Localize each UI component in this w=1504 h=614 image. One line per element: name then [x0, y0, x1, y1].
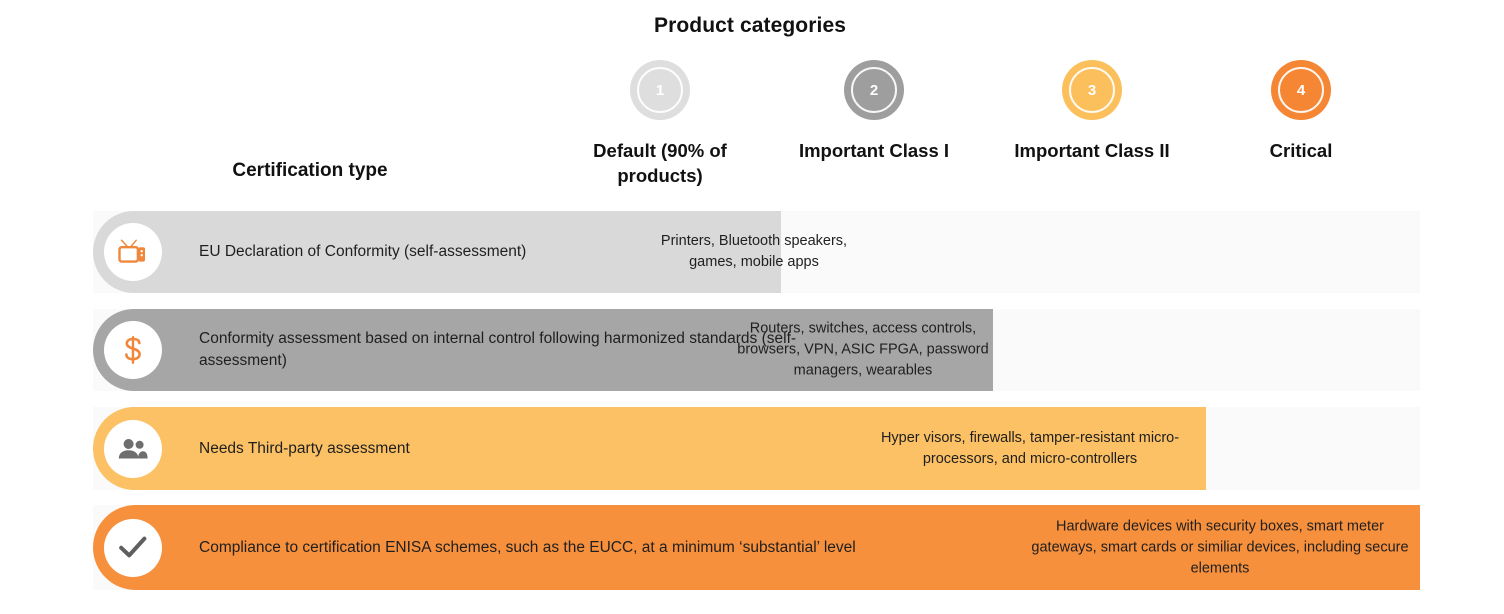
- category-badge-1: 1: [630, 60, 690, 120]
- table-row: EU Declaration of Conformity (self-asses…: [93, 211, 1420, 293]
- row-bar-enisa: [93, 505, 1420, 590]
- certification-text: Needs Third-party assessment: [199, 439, 410, 457]
- page-title-text: Product categories: [653, 14, 847, 37]
- column-label-important-class-ii: Important Class II: [1014, 140, 1170, 161]
- category-badge-4: 4: [1271, 60, 1331, 120]
- column-header-important-class-ii: 3 Important Class II: [981, 60, 1203, 164]
- table-row: Needs Third-party assessment Hyper visor…: [93, 407, 1420, 490]
- column-header-default: 1 Default (90% of products): [549, 60, 771, 188]
- table-row: Compliance to certification ENISA scheme…: [93, 505, 1420, 590]
- check-icon: [104, 518, 162, 577]
- category-badge-number-2: 2: [869, 81, 879, 99]
- row-bar-third-party: [93, 407, 1206, 490]
- product-examples-text: Routers, switches, access controls, brow…: [737, 320, 989, 379]
- certification-type-header: Certification type: [232, 160, 388, 181]
- column-header-critical: 4 Critical: [1190, 60, 1412, 164]
- certification-text: Conformity assessment based on internal …: [199, 330, 797, 369]
- badge-ring-icon: [637, 67, 683, 113]
- badge-ring-icon: [1278, 67, 1324, 113]
- product-examples-text: Hyper visors, firewalls, tamper-resistan…: [880, 429, 1180, 467]
- category-badge-number-3: 3: [1087, 81, 1097, 99]
- tv-icon: [104, 223, 162, 281]
- row-bar-internal-control: [93, 309, 993, 391]
- badge-ring-icon: [1069, 67, 1115, 113]
- category-badge-number-4: 4: [1296, 81, 1306, 99]
- row-bar-eu-declaration: [93, 211, 781, 293]
- category-badge-3: 3: [1062, 60, 1122, 120]
- column-label-important-class-i: Important Class I: [798, 140, 950, 161]
- table-row: Conformity assessment based on internal …: [93, 309, 1420, 391]
- dollar-icon: [104, 321, 162, 379]
- page-title: Product categories: [0, 14, 1504, 38]
- product-examples-text: Hardware devices with security boxes, sm…: [1031, 517, 1409, 577]
- column-label-critical: Critical: [1269, 140, 1333, 161]
- badge-ring-icon: [851, 67, 897, 113]
- certification-text: EU Declaration of Conformity (self-asses…: [199, 243, 527, 260]
- people-icon: [104, 419, 162, 478]
- category-badge-number-1: 1: [655, 81, 665, 99]
- category-badge-2: 2: [844, 60, 904, 120]
- column-label-default: Default (90% of products): [593, 140, 727, 186]
- product-examples-text: Printers, Bluetooth speakers, games, mob…: [660, 232, 848, 270]
- column-header-important-class-i: 2 Important Class I: [763, 60, 985, 164]
- certification-text: Compliance to certification ENISA scheme…: [199, 538, 856, 556]
